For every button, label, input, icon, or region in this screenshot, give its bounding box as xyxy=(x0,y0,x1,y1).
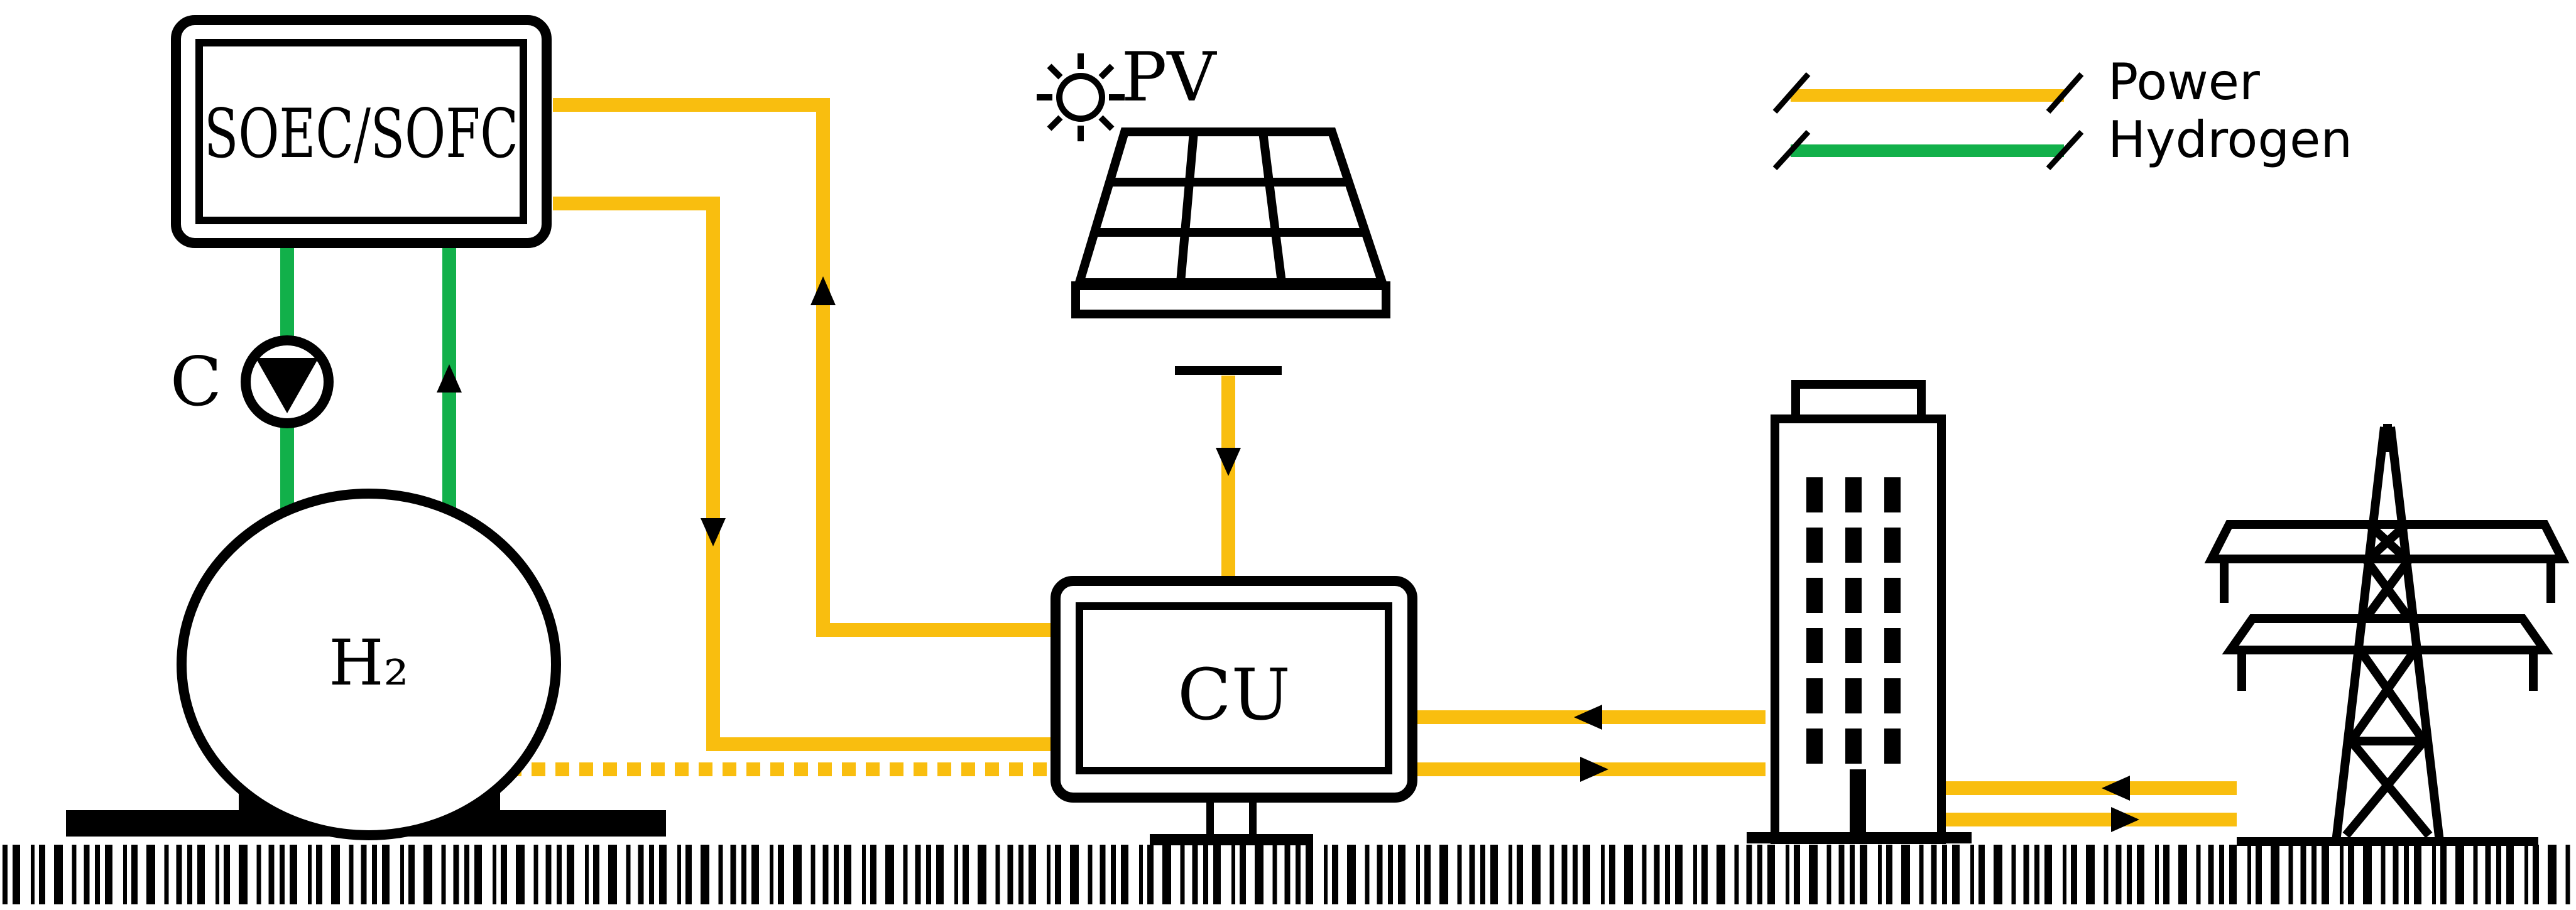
arrow-up-hydrogen xyxy=(437,364,462,393)
compressor: C xyxy=(170,335,334,428)
power-line-cu-to-soec xyxy=(553,98,1052,637)
transmission-tower-icon xyxy=(2204,424,2570,846)
cu-label: CU xyxy=(1177,654,1291,736)
soec-sofc-outer-frame xyxy=(171,15,552,248)
legend-label-power: Power xyxy=(2108,53,2260,111)
legend-label-hydrogen: Hydrogen xyxy=(2108,111,2352,169)
pump-icon xyxy=(241,335,334,428)
flow-arrows xyxy=(437,276,2139,832)
hydrogen-tank: H₂ xyxy=(66,489,666,840)
legend: Power Hydrogen xyxy=(1772,53,2352,171)
arrow-down-pv xyxy=(1216,448,1241,476)
pv-label: PV xyxy=(1122,38,1218,117)
legend-item-hydrogen: Hydrogen xyxy=(1772,111,2352,171)
arrow-up-to-soec xyxy=(810,276,836,305)
arrow-right-to-building xyxy=(1580,757,1608,782)
legend-item-power: Power xyxy=(1772,53,2260,114)
solar-panel-icon xyxy=(1071,127,1390,318)
building-icon xyxy=(1747,380,1972,844)
power-line-soec-to-cu xyxy=(553,197,1052,751)
soec-sofc-label: SOEC/SOFC xyxy=(204,95,518,173)
soec-sofc-inner-frame xyxy=(195,39,527,224)
cu-outer-frame xyxy=(1051,576,1417,803)
pv-array: PV xyxy=(1037,38,1390,375)
arrow-left-to-cu xyxy=(1574,705,1602,730)
cu-stand-base xyxy=(1150,834,1313,845)
tank-body xyxy=(177,489,561,840)
tank-label: H₂ xyxy=(329,626,408,700)
cu-inner-frame xyxy=(1076,602,1392,774)
control-unit: CU xyxy=(1051,576,1417,845)
cu-stand-left xyxy=(1206,794,1214,840)
arrow-down-to-cu xyxy=(701,518,726,546)
sun-icon xyxy=(1037,53,1125,141)
compressor-label: C xyxy=(170,343,222,421)
ground-hatching xyxy=(3,845,2570,904)
arrow-left-to-building xyxy=(2102,776,2130,801)
cu-stand-right xyxy=(1249,794,1257,840)
arrow-right-to-grid xyxy=(2111,807,2139,832)
soec-sofc-unit: SOEC/SOFC xyxy=(171,15,552,248)
